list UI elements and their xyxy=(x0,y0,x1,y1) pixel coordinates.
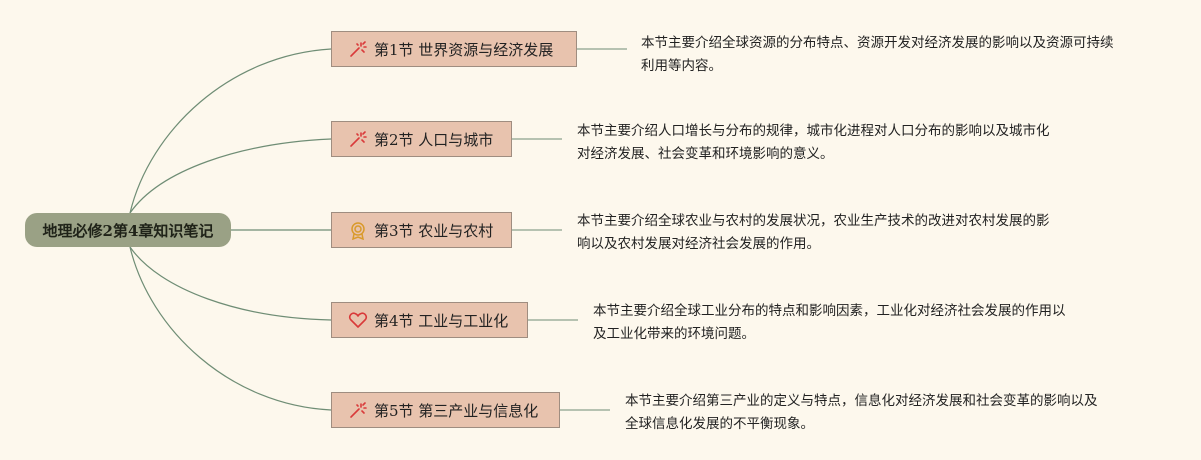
section-desc-1: 本节主要介绍全球资源的分布特点、资源开发对经济发展的影响以及资源可持续 利用等内… xyxy=(641,32,1114,78)
root-label: 地理必修2第4章知识笔记 xyxy=(42,221,214,240)
connector-root-4 xyxy=(129,246,332,321)
section-label-3: 第3节 农业与农村 xyxy=(374,221,494,240)
desc-line: 利用等内容。 xyxy=(641,58,722,74)
fireworks-icon xyxy=(348,39,368,59)
desc-line: 本节主要介绍人口增长与分布的规律，城市化进程对人口分布的影响以及城市化 xyxy=(577,123,1050,139)
root-node[interactable]: 地理必修2第4章知识笔记 xyxy=(25,213,231,247)
section-label-5: 第5节 第三产业与信息化 xyxy=(374,401,539,420)
desc-line: 全球信息化发展的不平衡现象。 xyxy=(625,416,814,432)
section-label-2: 第2节 人口与城市 xyxy=(374,130,494,149)
desc-line: 本节主要介绍第三产业的定义与特点，信息化对经济发展和社会变革的影响以及 xyxy=(625,393,1098,409)
connector-root-2 xyxy=(129,138,332,214)
section-node-3[interactable]: 第3节 农业与农村 xyxy=(331,212,512,248)
section-desc-4: 本节主要介绍全球工业分布的特点和影响因素，工业化对经济社会发展的作用以 及工业化… xyxy=(593,300,1066,346)
section-desc-2: 本节主要介绍人口增长与分布的规律，城市化进程对人口分布的影响以及城市化 对经济发… xyxy=(577,120,1050,166)
fireworks-icon xyxy=(348,129,368,149)
section-desc-5: 本节主要介绍第三产业的定义与特点，信息化对经济发展和社会变革的影响以及 全球信息… xyxy=(625,390,1098,436)
desc-line: 响以及农村发展对经济社会发展的作用。 xyxy=(577,236,820,252)
fireworks-icon xyxy=(348,400,368,420)
section-label-1: 第1节 世界资源与经济发展 xyxy=(374,40,554,59)
section-node-4[interactable]: 第4节 工业与工业化 xyxy=(331,302,528,338)
desc-line: 本节主要介绍全球资源的分布特点、资源开发对经济发展的影响以及资源可持续 xyxy=(641,35,1114,51)
section-node-2[interactable]: 第2节 人口与城市 xyxy=(331,121,512,157)
connector-root-1 xyxy=(129,48,332,214)
connector-root-5 xyxy=(129,246,332,411)
desc-line: 对经济发展、社会变革和环境影响的意义。 xyxy=(577,146,834,162)
desc-line: 及工业化带来的环境问题。 xyxy=(593,326,755,342)
desc-line: 本节主要介绍全球农业与农村的发展状况，农业生产技术的改进对农村发展的影 xyxy=(577,213,1050,229)
heart-icon xyxy=(348,310,368,330)
section-node-5[interactable]: 第5节 第三产业与信息化 xyxy=(331,392,560,428)
section-node-1[interactable]: 第1节 世界资源与经济发展 xyxy=(331,31,577,67)
section-label-4: 第4节 工业与工业化 xyxy=(374,311,509,330)
desc-line: 本节主要介绍全球工业分布的特点和影响因素，工业化对经济社会发展的作用以 xyxy=(593,303,1066,319)
medal-icon xyxy=(348,220,368,241)
section-desc-3: 本节主要介绍全球农业与农村的发展状况，农业生产技术的改进对农村发展的影 响以及农… xyxy=(577,210,1050,256)
